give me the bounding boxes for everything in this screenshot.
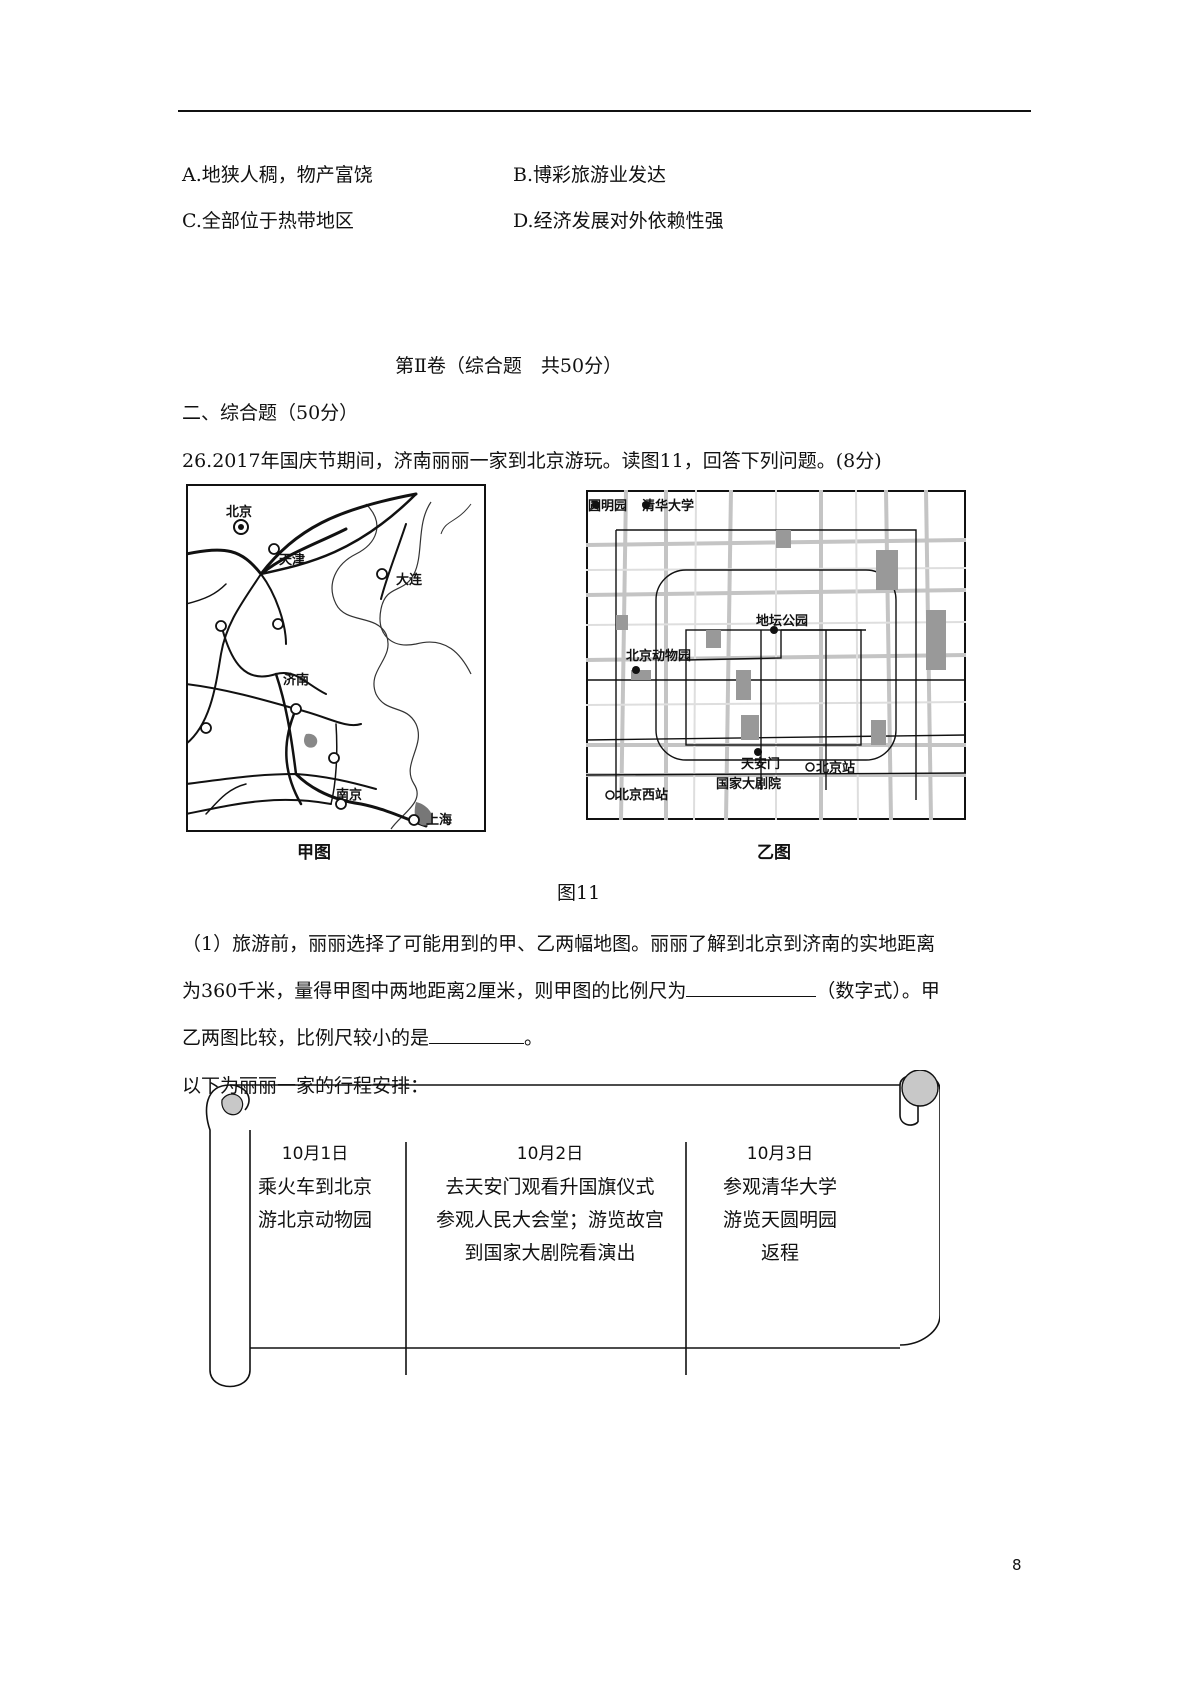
question-1-line-3-text-b: 。	[524, 1027, 544, 1049]
itinerary-day-3-line-2: 游览天圆明园	[722, 1209, 837, 1231]
map-jia: 北京 天津 大连 济南 南京 上海	[186, 484, 486, 832]
question-1-line-2-text-a: 为360千米，量得甲图中两地距离2厘米，则甲图的比例尺为	[182, 980, 687, 1002]
scale-answer-blank[interactable]	[686, 978, 817, 997]
itinerary-intro: 以下为丽丽一家的行程安排：	[182, 1075, 430, 1097]
map-label-yuanmingyuan: 圆明园	[588, 499, 627, 514]
header-rule	[178, 110, 1031, 112]
itinerary-day-2-date: 10月2日	[516, 1144, 584, 1164]
map-label-nanjing: 南京	[336, 787, 362, 803]
question-1-line-1: （1）旅游前，丽丽选择了可能用到的甲、乙两幅地图。丽丽了解到北京到济南的实地距离	[182, 933, 936, 955]
map-label-ditan: 地坛公园	[756, 613, 808, 629]
itinerary-day-3-line-1: 参观清华大学	[722, 1176, 837, 1198]
map-yi-caption: 乙图	[757, 843, 791, 863]
itinerary-day-3-date: 10月3日	[746, 1144, 814, 1164]
question-1-line-2-text-b: （数字式）。甲	[816, 980, 940, 1002]
itinerary-day-1-line-1: 乘火车到北京	[257, 1176, 372, 1198]
itinerary-day-1: 10月1日 乘火车到北京 游北京动物园	[250, 1138, 380, 1237]
option-d: D.经济发展对外依赖性强	[513, 210, 724, 232]
map-label-beijing-station: 北京站	[816, 760, 855, 776]
map-label-theatre: 国家大剧院	[716, 776, 781, 792]
itinerary-day-3-line-3: 返程	[760, 1242, 799, 1264]
itinerary-scroll	[205, 1070, 940, 1388]
page-number: 8	[1012, 1556, 1022, 1574]
itinerary-day-1-line-2: 游北京动物园	[257, 1209, 372, 1231]
map-label-beijing-west: 北京西站	[616, 787, 668, 803]
map-label-dalian: 大连	[396, 572, 423, 588]
question-intro: 26.2017年国庆节期间，济南丽丽一家到北京游玩。读图11，回答下列问题。(8…	[182, 450, 882, 472]
option-a: A.地狭人稠，物产富饶	[182, 164, 373, 186]
map-label-tiananmen: 天安门	[741, 756, 780, 772]
figure-caption: 图11	[557, 882, 601, 904]
option-b: B.博彩旅游业发达	[513, 164, 667, 186]
itinerary-day-2-line-2: 参观人民大会堂；游览故宫	[435, 1209, 664, 1231]
map-label-tsinghua: 清华大学	[642, 498, 694, 514]
map-label-zoo: 北京动物园	[626, 648, 691, 664]
itinerary-day-2-line-3: 到国家大剧院看演出	[464, 1242, 636, 1264]
itinerary-day-1-date: 10月1日	[281, 1144, 349, 1164]
map-label-beijing: 北京	[226, 504, 252, 520]
itinerary-day-2: 10月2日 去天安门观看升国旗仪式 参观人民大会堂；游览故宫 到国家大剧院看演出	[420, 1138, 680, 1270]
question-1-line-2: 为360千米，量得甲图中两地距离2厘米，则甲图的比例尺为 （数字式）。甲	[182, 976, 940, 1003]
itinerary-day-3: 10月3日 参观清华大学 游览天圆明园 返程	[710, 1138, 850, 1270]
smaller-scale-answer-blank[interactable]	[429, 1025, 525, 1044]
question-1-line-3-text-a: 乙两图比较，比例尺较小的是	[182, 1027, 430, 1049]
itinerary-day-2-line-1: 去天安门观看升国旗仪式	[445, 1176, 655, 1198]
question-1-line-3: 乙两图比较，比例尺较小的是 。	[182, 1023, 543, 1050]
option-c: C.全部位于热带地区	[182, 210, 354, 232]
map-label-shanghai: 上海	[426, 812, 452, 828]
map-label-jinan: 济南	[283, 672, 309, 688]
map-jia-caption: 甲图	[297, 843, 331, 863]
map-yi: 圆明园 清华大学 地坛公园 北京动物园 天安门 北京站 国家大剧院 北京西站	[586, 490, 966, 820]
map-label-tianjin: 天津	[279, 552, 305, 568]
part-title: 二、综合题（50分）	[182, 402, 359, 424]
volume-title: 第Ⅱ卷（综合题 共50分）	[395, 355, 623, 377]
